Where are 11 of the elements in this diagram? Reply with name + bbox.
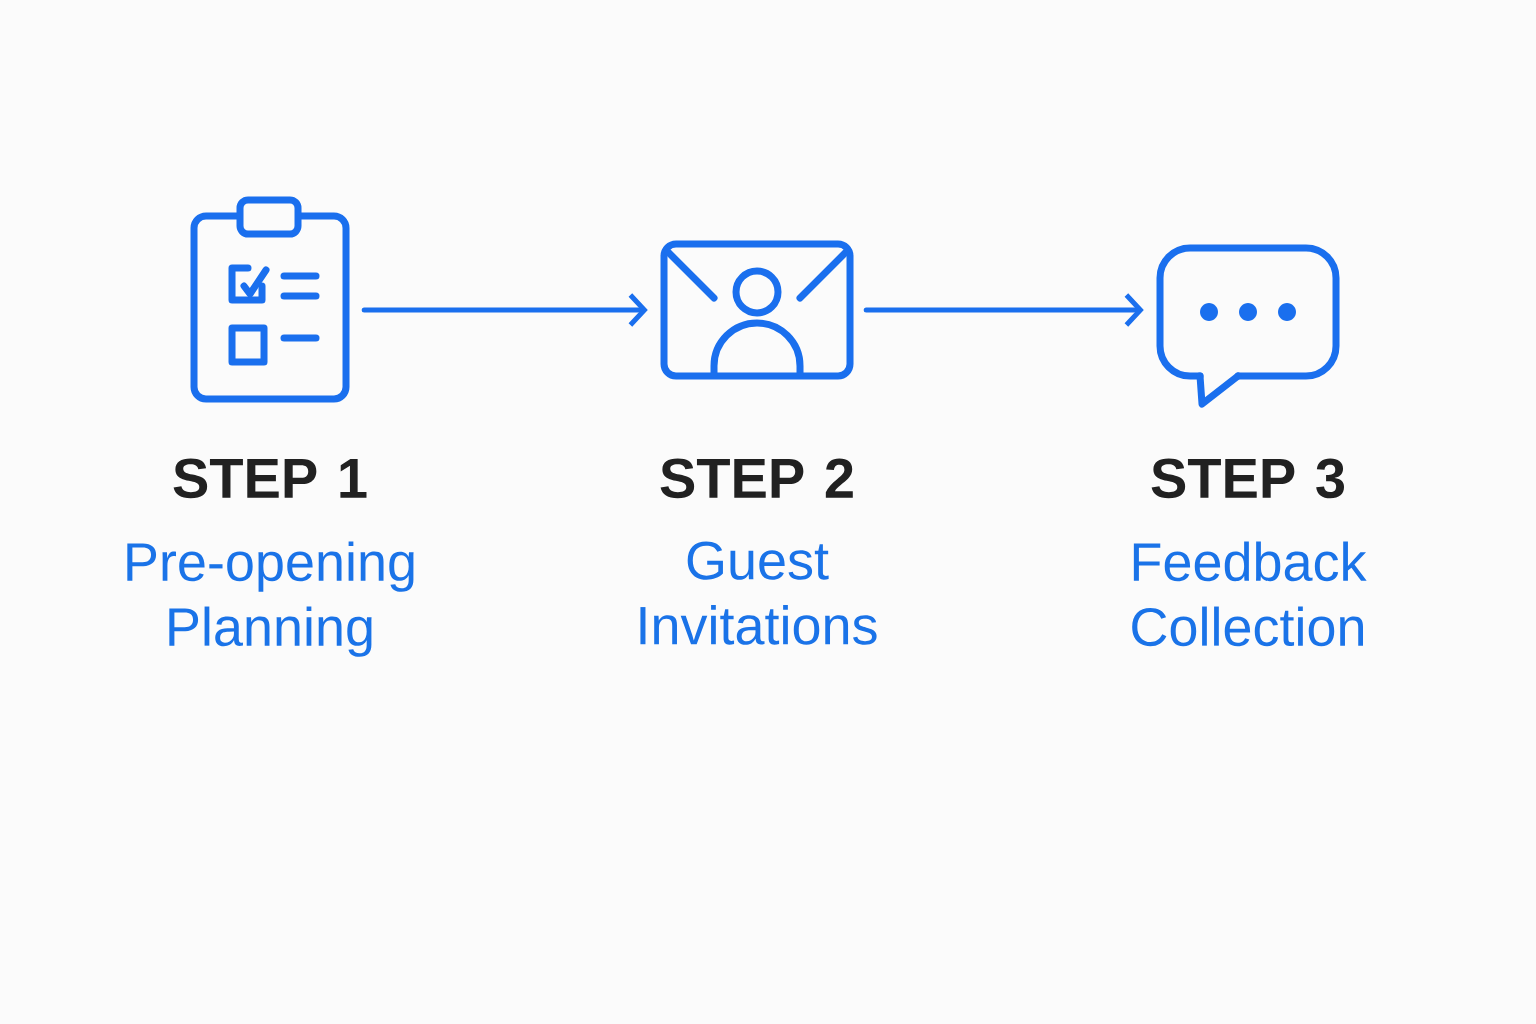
clipboard-icon (190, 196, 350, 403)
step-title: Feedback Collection (1132, 541, 1367, 647)
step-label: STEP 1 (173, 458, 367, 499)
step-title: Pre-opening Planning (127, 541, 414, 657)
arrow (361, 293, 648, 327)
step-title: Guest Invitations (640, 541, 877, 645)
step-label: STEP 2 (660, 458, 853, 499)
arrow (863, 293, 1144, 327)
chat-bubble-icon (1156, 244, 1340, 408)
step-label: STEP 3 (1151, 458, 1344, 499)
envelope-icon (660, 240, 854, 380)
